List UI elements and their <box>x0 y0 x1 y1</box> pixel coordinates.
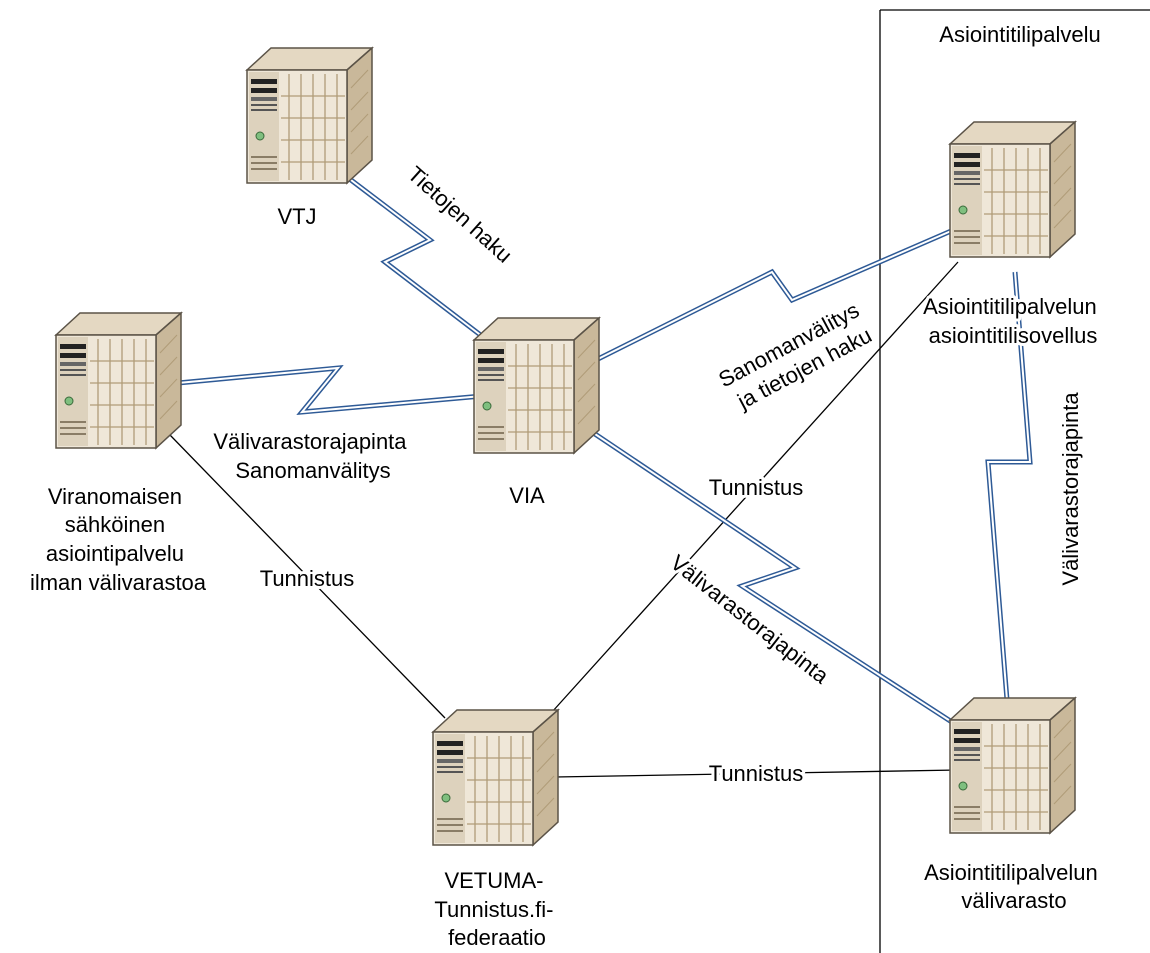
link-app-storage <box>985 271 1033 701</box>
server-app-icon <box>949 121 1076 258</box>
auth-viranomainen-vetuma-label: Tunnistus <box>260 566 355 591</box>
server-vetuma-icon <box>432 709 559 846</box>
link-lines <box>177 156 1033 729</box>
server-via-label: VIA <box>509 483 545 508</box>
auth-vetuma-storage-label: Tunnistus <box>709 761 804 786</box>
server-via-icon <box>473 317 600 454</box>
link-via-storage <box>590 429 960 729</box>
link-app-storage-label: Välivarastorajapinta <box>1058 392 1083 586</box>
server-app-label: Asiointitilipalvelun asiointitilisovellu… <box>923 294 1103 348</box>
link-via-app-label: Sanomanvälitys ja tietojen haku <box>714 294 881 417</box>
auth-vetuma-app-label: Tunnistus <box>709 475 804 500</box>
server-vtj-icon <box>246 47 373 184</box>
server-viranomainen-icon <box>55 312 182 449</box>
link-viranomainen-via <box>177 364 483 416</box>
server-viranomainen-label: Viranomaisen sähköinen asiointipalvelu i… <box>30 484 207 595</box>
zone-title: Asiointitilipalvelu <box>939 22 1100 47</box>
server-vtj-label: VTJ <box>277 204 316 229</box>
server-storage-label: Asiointitilipalvelun välivarasto <box>924 860 1104 913</box>
link-viranomainen-via-label: Välivarastorajapinta Sanomanvälitys <box>213 429 412 483</box>
server-storage-icon <box>949 697 1076 834</box>
link-via-storage-label: Välivarastorajapinta <box>666 550 834 689</box>
auth-line-vetuma-storage <box>554 769 959 778</box>
link-via-app <box>590 225 959 365</box>
server-vetuma-label: VETUMA- Tunnistus.fi- federaatio <box>434 868 559 950</box>
auth-lines <box>169 261 959 778</box>
auth-line-vetuma-app <box>551 261 959 713</box>
link-vtj-via <box>320 156 489 342</box>
link-vtj-via-label: Tietojen haku <box>403 161 517 267</box>
auth-line-viranomainen-vetuma <box>169 434 446 719</box>
